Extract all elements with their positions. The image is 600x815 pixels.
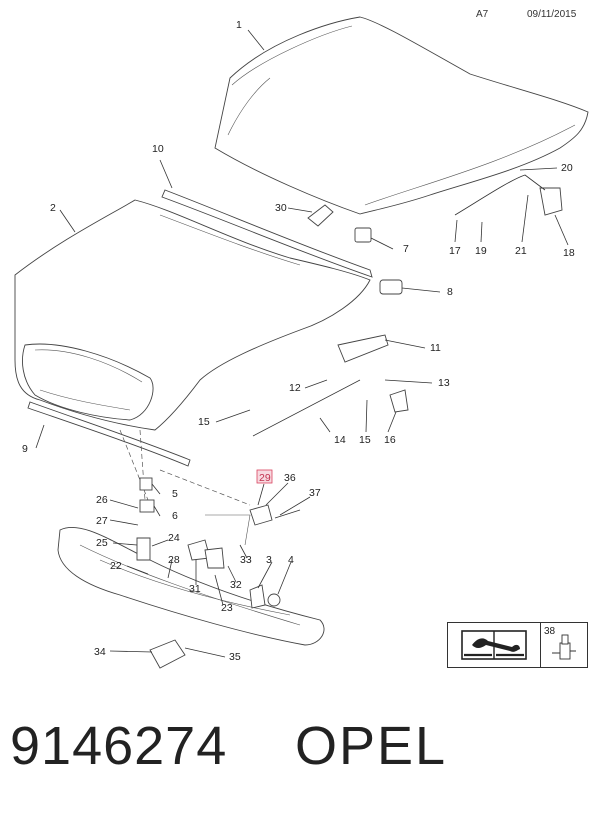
- bracket-part-7: [354, 227, 372, 243]
- callout-6: 6: [172, 510, 178, 522]
- lower-seal: [27, 401, 191, 467]
- callout-33: 33: [240, 554, 252, 566]
- tool-callout-38: 38: [544, 626, 556, 637]
- legend-box: 38: [447, 622, 588, 668]
- brand-name: OPEL: [295, 716, 448, 776]
- latch-part-30: [307, 204, 334, 227]
- callout-21: 21: [515, 245, 527, 257]
- callout-4: 4: [288, 554, 294, 566]
- callout-2: 2: [50, 202, 56, 214]
- callout-14: 14: [334, 434, 346, 446]
- callout-29: 29: [259, 472, 271, 484]
- callout-27: 27: [96, 515, 108, 527]
- callout-37: 37: [309, 487, 321, 499]
- callout-labels: 1 2 3 4 5 6 7 8 9 10 11 12 13 14 15 15 1…: [22, 19, 575, 663]
- callout-13: 13: [438, 377, 450, 389]
- callout-22: 22: [110, 560, 122, 572]
- callout-3: 3: [266, 554, 272, 566]
- hinge-part-11: [337, 334, 389, 363]
- highlight-box-29: [256, 469, 273, 484]
- callout-7: 7: [403, 243, 409, 255]
- callout-10: 10: [152, 143, 164, 155]
- spring-part-25: [136, 537, 151, 561]
- callout-23: 23: [221, 602, 233, 614]
- latch-part-32: [204, 547, 225, 569]
- exploded-parts-diagram: 1 2 3 4 5 6 7 8 9 10 11 12 13 14 15 15 1…: [14, 16, 589, 669]
- page-code: A7: [476, 9, 489, 20]
- callout-31: 31: [189, 583, 201, 595]
- callout-36: 36: [284, 472, 296, 484]
- callout-35: 35: [229, 651, 241, 663]
- callout-18: 18: [563, 247, 575, 259]
- seal-strip: [161, 189, 373, 278]
- callout-30: 30: [275, 202, 287, 214]
- print-date: 09/11/2015: [527, 9, 577, 20]
- leader-lines: [35, 29, 569, 658]
- callout-1: 1: [236, 19, 242, 31]
- hood-prop-rod: [252, 379, 361, 437]
- callout-32: 32: [230, 579, 242, 591]
- callout-19: 19: [475, 245, 487, 257]
- hood-outer-panel: [214, 16, 589, 215]
- lock-part-18: [539, 187, 563, 216]
- callout-8: 8: [447, 286, 453, 298]
- callout-28: 28: [168, 554, 180, 566]
- release-handle-34: [149, 639, 186, 669]
- release-cable: [454, 174, 546, 216]
- callout-15-left: 15: [198, 416, 210, 428]
- callout-16: 16: [384, 434, 396, 446]
- callout-24: 24: [168, 532, 180, 544]
- catch-cable-33: [205, 514, 251, 546]
- hood-inner-panel: [14, 199, 371, 431]
- repair-manual-icon: [448, 623, 541, 667]
- buffer-part-6: [139, 499, 155, 513]
- callout-15-right: 15: [359, 434, 371, 446]
- callout-17: 17: [449, 245, 461, 257]
- hinge-part-16: [389, 389, 409, 413]
- callout-34: 34: [94, 646, 106, 658]
- callout-5: 5: [172, 488, 178, 500]
- callout-25: 25: [96, 537, 108, 549]
- special-tool-icon: 38: [540, 623, 587, 667]
- bolt-part-37: [274, 509, 301, 519]
- safety-catch-36: [249, 504, 273, 526]
- plug-part-3: [249, 584, 266, 609]
- part-number: 9146274: [10, 716, 228, 776]
- callout-26: 26: [96, 494, 108, 506]
- callout-12: 12: [289, 382, 301, 394]
- bumper-part-8: [379, 279, 403, 295]
- callout-11: 11: [430, 342, 441, 354]
- plug-part-4: [267, 593, 281, 607]
- callout-20: 20: [561, 162, 573, 174]
- callout-9: 9: [22, 443, 28, 455]
- buffer-part-5: [139, 477, 153, 491]
